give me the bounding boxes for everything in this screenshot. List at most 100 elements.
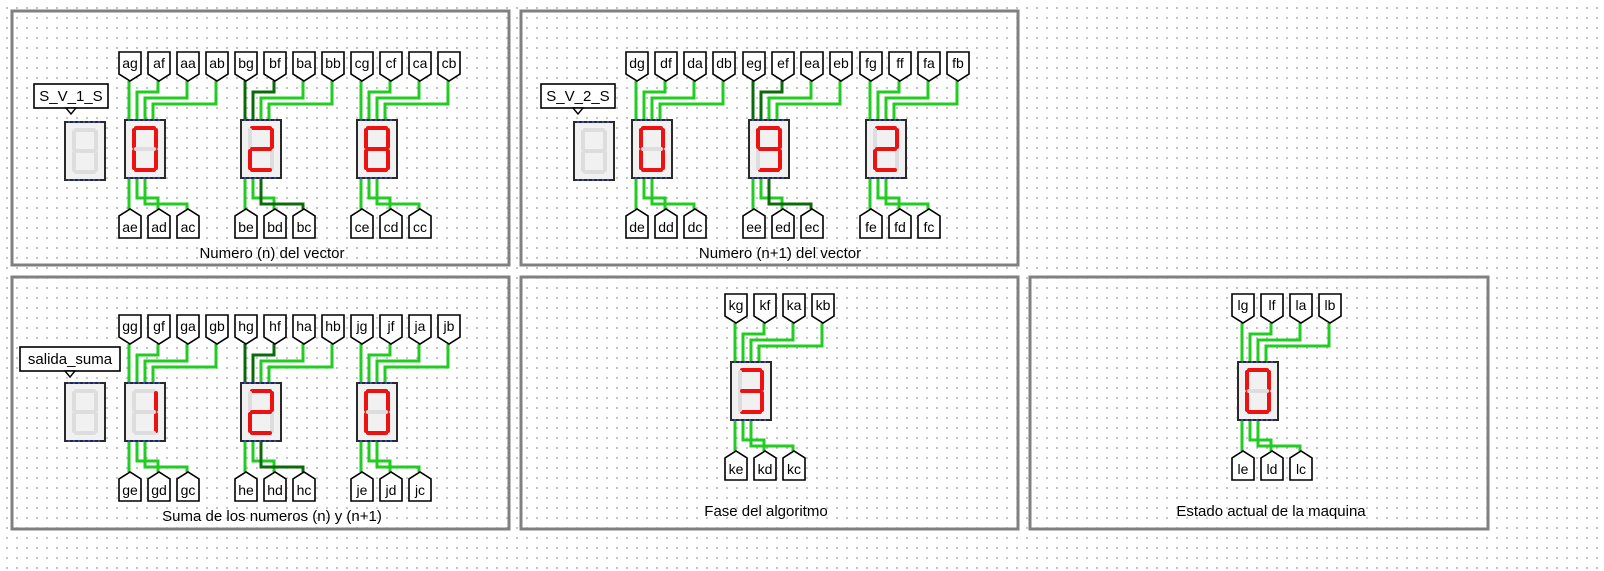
wire [367, 344, 392, 383]
pin-shape [800, 208, 824, 239]
pin-shape [888, 208, 912, 239]
pin-label: ha [296, 318, 312, 334]
wire [259, 81, 305, 120]
pin-shape [176, 51, 200, 82]
pin-label: ga [180, 318, 196, 334]
tunnel-label: salida_suma [28, 351, 113, 368]
pin-shape [321, 51, 345, 82]
pin-label: ge [122, 482, 138, 498]
pin-tunnel: aa [176, 51, 200, 82]
pin-shape [147, 314, 171, 345]
pin-tunnel: jd [379, 471, 403, 502]
pin-tunnel: le [1231, 450, 1255, 481]
pin-tunnel: eb [829, 51, 853, 82]
pin-shape [234, 51, 258, 82]
pin-label: cb [442, 55, 457, 71]
pin-label: kf [760, 297, 771, 313]
pin-label: gd [151, 482, 167, 498]
pin-shape [625, 51, 649, 82]
pin-shape [263, 471, 287, 502]
pin-shape [118, 208, 142, 239]
pin-label: hc [297, 482, 312, 498]
pin-tunnel: fa [917, 51, 941, 82]
tunnel-label: S_V_2_S [546, 88, 609, 105]
pin-shape [782, 293, 806, 324]
pin-label: bg [238, 55, 254, 71]
wire [143, 178, 189, 209]
pin-tunnel: cf [379, 51, 403, 82]
pin-shape [350, 51, 374, 82]
seven-segment-display [631, 119, 673, 179]
pin-shape [234, 314, 258, 345]
pin-label: ef [777, 55, 789, 71]
panel-frame [10, 275, 511, 531]
pin-tunnel: hc [292, 471, 316, 502]
seven-segment-display [124, 119, 166, 179]
pin-shape [1231, 450, 1255, 481]
output-tunnel: salida_suma [19, 346, 121, 379]
pin-tunnel: fc [917, 208, 941, 239]
pin-label: lf [1269, 297, 1276, 313]
pin-shape [147, 51, 171, 82]
pin-label: ec [805, 219, 820, 235]
wire [767, 178, 813, 209]
pin-tunnel: ge [118, 471, 142, 502]
pin-label: cg [355, 55, 370, 71]
pin-shape [917, 208, 941, 239]
pin-label: lg [1238, 297, 1249, 313]
wire [135, 81, 160, 120]
pin-label: jf [387, 318, 395, 334]
pin-label: bc [297, 219, 312, 235]
pin-label: la [1296, 297, 1307, 313]
pin-shape [1289, 450, 1313, 481]
pin-label: ac [181, 219, 196, 235]
pin-tunnel: eg [742, 51, 766, 82]
pin-shape [292, 471, 316, 502]
wire [143, 81, 189, 120]
seven-segment-display [356, 119, 398, 179]
pin-tunnel: jb [437, 314, 461, 345]
pin-shape [742, 208, 766, 239]
pin-shape [379, 471, 403, 502]
pin-shape [292, 51, 316, 82]
pin-shape [1231, 293, 1255, 324]
pin-shape [379, 314, 403, 345]
wire [375, 178, 421, 209]
panel-frame [519, 275, 1020, 531]
pin-tunnel: da [683, 51, 707, 82]
pin-tunnel: db [712, 51, 736, 82]
wire [749, 420, 795, 451]
wire [267, 81, 334, 120]
pin-tunnel: ff [888, 51, 912, 82]
wire [251, 81, 276, 120]
pin-label: gb [209, 318, 225, 334]
pin-label: df [660, 55, 672, 71]
pin-shape [234, 208, 258, 239]
pin-shape [888, 51, 912, 82]
pin-tunnel: bd [263, 208, 287, 239]
wire [143, 344, 189, 383]
wire [1264, 323, 1331, 362]
pin-label: ed [775, 219, 791, 235]
pin-tunnel: ec [800, 208, 824, 239]
pin-label: ja [414, 318, 426, 334]
pin-label: ad [151, 219, 167, 235]
seven-segment-display [748, 119, 790, 179]
pin-label: le [1238, 461, 1249, 477]
pin-label: dg [629, 55, 645, 71]
pin-tunnel: fe [859, 208, 883, 239]
wire [650, 178, 696, 209]
wire [767, 81, 813, 120]
panel-frame [1028, 275, 1490, 531]
pin-tunnel: cc [408, 208, 432, 239]
pin-tunnel: kd [753, 450, 777, 481]
pin-tunnel: jc [408, 471, 432, 502]
pin-tunnel: ad [147, 208, 171, 239]
pin-label: ba [296, 55, 312, 71]
pin-tunnel: bb [321, 51, 345, 82]
